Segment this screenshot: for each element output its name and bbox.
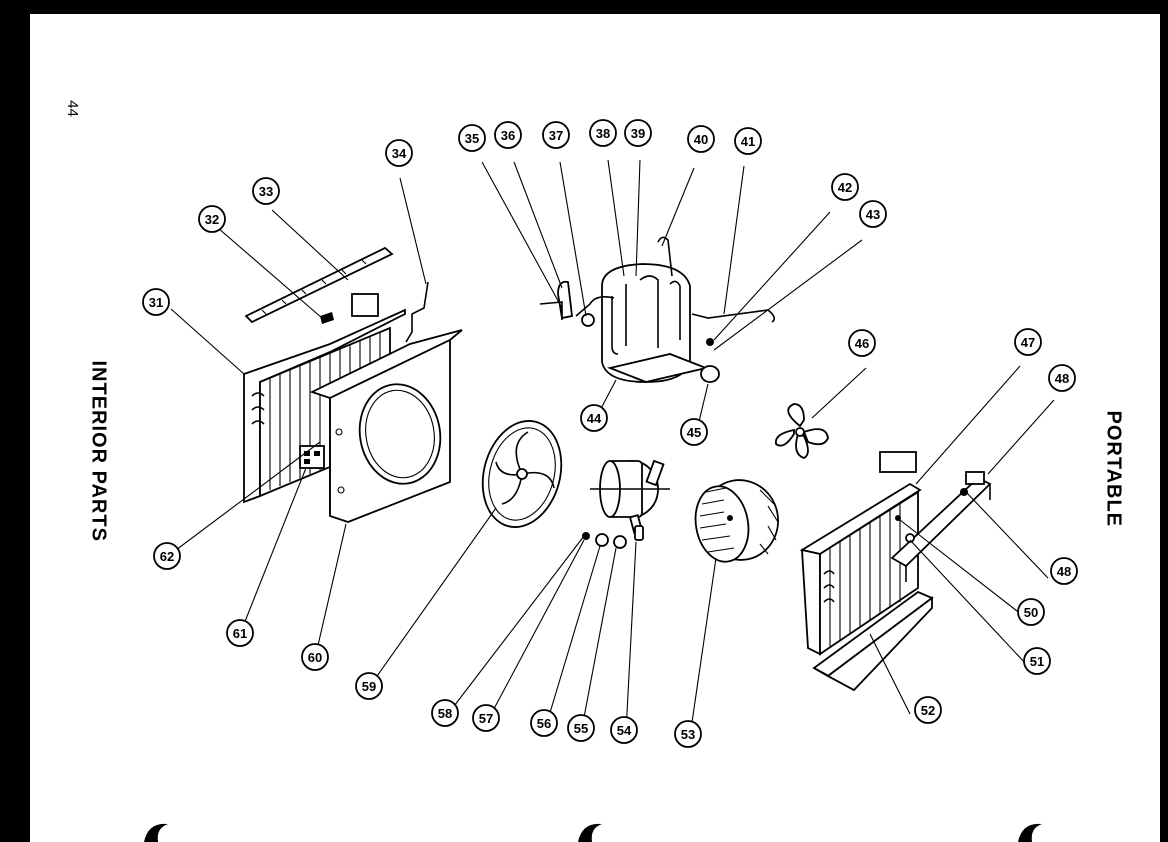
callout-44: 44 xyxy=(580,404,608,432)
callout-55: 55 xyxy=(567,714,595,742)
callout-label: 44 xyxy=(587,411,602,426)
callout-label: 40 xyxy=(694,132,708,147)
callout-label: 59 xyxy=(362,679,376,694)
wire-part xyxy=(405,281,429,343)
callout-label: 38 xyxy=(596,126,610,141)
callout-label: 32 xyxy=(205,212,219,227)
callout-34: 34 xyxy=(385,139,413,167)
callout-label: 62 xyxy=(160,549,174,564)
callout-label: 48 xyxy=(1055,371,1069,386)
compressor xyxy=(539,236,776,383)
callout-label: 37 xyxy=(549,128,563,143)
condenser-fan-blade xyxy=(481,420,563,528)
blower-housing xyxy=(309,329,463,523)
switch-part xyxy=(299,445,325,469)
callout-label: 31 xyxy=(149,295,163,310)
callout-54: 54 xyxy=(610,716,638,744)
callout-label: 36 xyxy=(501,128,515,143)
callout-label: 41 xyxy=(741,134,755,149)
callout-52: 52 xyxy=(914,696,942,724)
callout-label: 43 xyxy=(866,207,880,222)
callout-39: 39 xyxy=(624,119,652,147)
callout-label: 46 xyxy=(855,336,869,351)
callout-62: 62 xyxy=(153,542,181,570)
callout-36: 36 xyxy=(494,121,522,149)
callout-label: 55 xyxy=(574,721,588,736)
leader-lines xyxy=(167,159,1055,737)
callout-label: 42 xyxy=(838,180,852,195)
callout-label: 58 xyxy=(438,706,452,721)
exploded-parts-diagram: 31 32 33 34 35 36 37 38 39 40 41 42 43 4… xyxy=(142,119,1078,842)
callout-56: 56 xyxy=(530,709,558,737)
callout-42: 42 xyxy=(831,173,859,201)
callout-57: 57 xyxy=(472,704,500,732)
callout-51: 51 xyxy=(1023,647,1051,675)
callout-label: 48 xyxy=(1057,564,1071,579)
callout-32: 32 xyxy=(198,205,226,233)
callout-label: 35 xyxy=(465,131,479,146)
callout-47: 47 xyxy=(1014,328,1042,356)
callout-60: 60 xyxy=(301,643,329,671)
callout-label: 52 xyxy=(921,703,935,718)
blower-wheel xyxy=(694,479,779,563)
callout-58: 58 xyxy=(431,699,459,727)
callout-59: 59 xyxy=(355,672,383,700)
callout-33: 33 xyxy=(252,177,280,205)
drain-pan xyxy=(812,590,934,692)
small-fan-blade xyxy=(774,403,829,459)
callout-61: 61 xyxy=(226,619,254,647)
callout-31: 31 xyxy=(142,288,170,316)
callout-label: 57 xyxy=(479,711,493,726)
callout-label: 39 xyxy=(631,126,645,141)
binding-hole-marks xyxy=(144,823,1042,842)
callout-40: 40 xyxy=(687,125,715,153)
callout-38: 38 xyxy=(589,119,617,147)
callout-label: 54 xyxy=(617,723,632,738)
callout-label: 61 xyxy=(233,626,247,641)
callout-label: 34 xyxy=(392,146,407,161)
callout-43: 43 xyxy=(859,200,887,228)
callout-label: 53 xyxy=(681,727,695,742)
callout-label: 33 xyxy=(259,184,273,199)
callout-label: 50 xyxy=(1024,605,1038,620)
callout-label: 47 xyxy=(1021,335,1035,350)
mounting-bracket xyxy=(890,471,992,582)
callout-label: 45 xyxy=(687,425,701,440)
callout-37: 37 xyxy=(542,121,570,149)
callout-53: 53 xyxy=(674,720,702,748)
condenser-coil xyxy=(799,451,922,656)
callout-46: 46 xyxy=(848,329,876,357)
callout-label: 60 xyxy=(308,650,322,665)
callout-48-bottom: 48 xyxy=(1050,557,1078,585)
clip-part xyxy=(320,312,334,324)
callout-35: 35 xyxy=(458,124,486,152)
motor-hardware xyxy=(582,525,644,549)
diagram-sheet: 44 INTERIOR PARTS PORTABLE xyxy=(30,14,1160,842)
callout-41: 41 xyxy=(734,127,762,155)
callout-label: 51 xyxy=(1030,654,1044,669)
callout-48-top: 48 xyxy=(1048,364,1076,392)
bracket-part xyxy=(351,293,379,317)
callout-label: 56 xyxy=(537,716,551,731)
fan-motor xyxy=(590,459,670,534)
callout-45: 45 xyxy=(680,418,708,446)
callout-50: 50 xyxy=(1017,598,1045,626)
